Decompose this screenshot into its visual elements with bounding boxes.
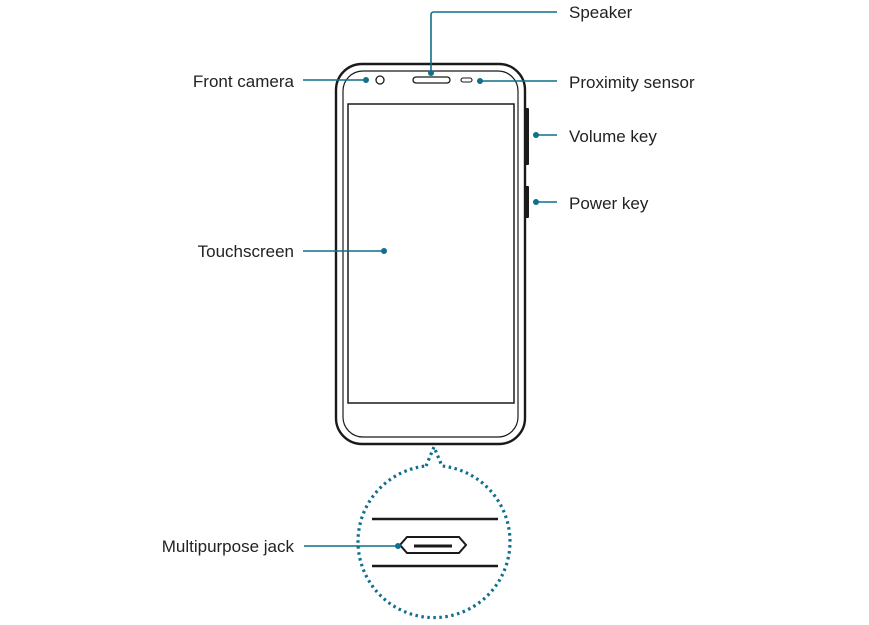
label-proximity-sensor: Proximity sensor [569,73,695,92]
jack-closeup [372,517,498,568]
front-camera-lens [375,75,385,85]
leader-speaker [428,11,557,76]
proximity-sensor-slot [460,77,473,83]
label-touchscreen: Touchscreen [198,242,294,261]
leader-front-camera [303,77,369,83]
label-speaker: Speaker [569,3,633,22]
leader-multipurpose-jack [304,543,401,549]
leader-volume-key [533,132,557,138]
power-key [524,186,529,218]
speaker-grille [412,76,451,84]
label-multipurpose-jack: Multipurpose jack [162,537,295,556]
phone-body [334,62,527,446]
leader-power-key [533,199,557,205]
label-volume-key: Volume key [569,127,657,146]
leader-proximity-sensor [477,78,557,84]
label-front-camera: Front camera [193,72,295,91]
label-power-key: Power key [569,194,649,213]
volume-key [524,108,529,165]
leader-touchscreen [303,248,387,254]
touchscreen-panel [347,103,515,404]
zoom-callout-outline [356,445,512,620]
